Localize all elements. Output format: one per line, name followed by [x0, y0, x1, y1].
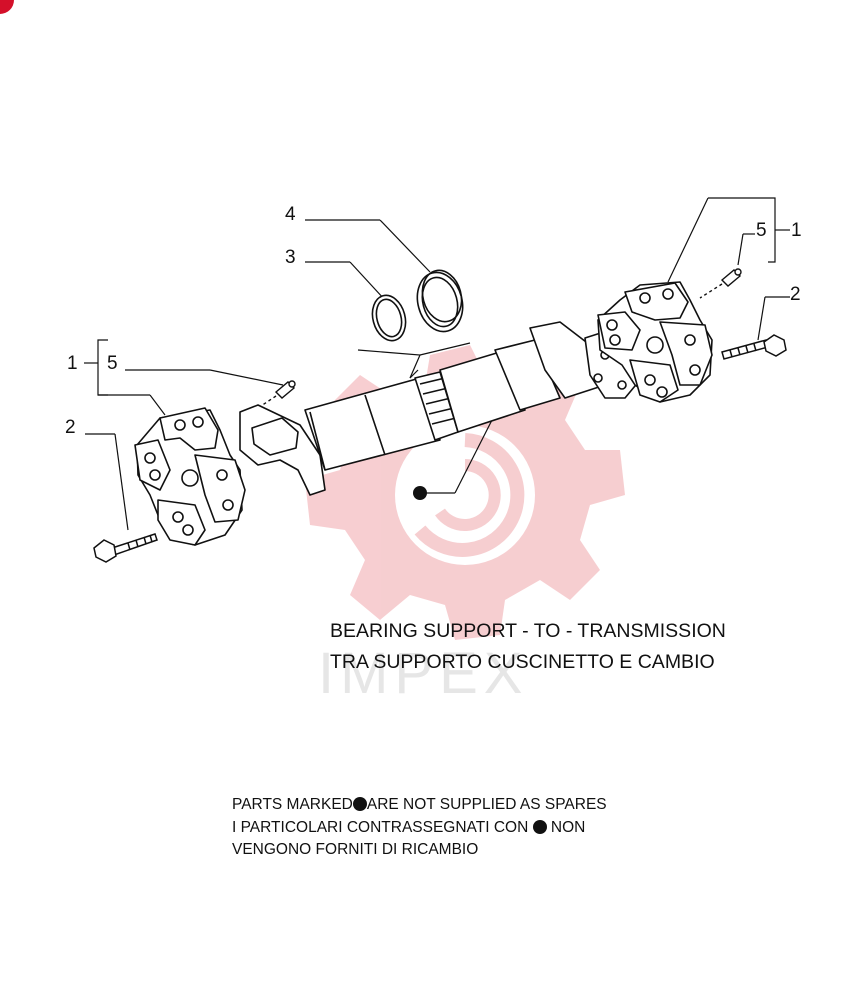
bullet-dot-icon [352, 797, 367, 811]
rings [371, 269, 464, 342]
left-grease-nipple [254, 380, 296, 411]
caption-italian: TRA SUPPORTO CUSCINETTO E CAMBIO [330, 651, 715, 673]
note-line-3: VENGONO FORNITI DI RICAMBIO [232, 841, 479, 858]
note-line-1: PARTS MARKED ARE NOT SUPPLIED AS SPARES [232, 797, 607, 813]
bullet-dot-icon [532, 820, 547, 834]
left-universal-joint [134, 407, 246, 546]
callout-left-5: 5 [107, 353, 118, 374]
right-grease-nipple [699, 268, 742, 299]
note-line-2-start: I PARTICOLARI CONTRASSEGNATI CON [232, 819, 529, 836]
leader-lines [84, 197, 790, 531]
callout-right-5: 5 [756, 220, 767, 241]
callout-right-2: 2 [790, 284, 801, 305]
caption-english: BEARING SUPPORT - TO - TRANSMISSION [330, 620, 726, 642]
callout-top-4: 4 [285, 204, 296, 225]
callout-right-1: 1 [791, 220, 802, 241]
note-line-2: I PARTICOLARI CONTRASSEGNATI CON NON [232, 820, 585, 836]
note-line-1-end: ARE NOT SUPPLIED AS SPARES [366, 796, 607, 813]
callout-left-2: 2 [65, 417, 76, 438]
note-line-1-start: PARTS MARKED [232, 796, 353, 813]
right-bolt [721, 334, 787, 360]
right-universal-joint [597, 281, 713, 403]
note-line-2-end: NON [550, 819, 586, 836]
not-supplied-marker-dot [413, 486, 427, 500]
watermark-text: IMPEX [318, 641, 529, 706]
callout-left-1: 1 [67, 353, 78, 374]
left-bolt [93, 533, 158, 563]
callout-top-3: 3 [285, 247, 296, 268]
